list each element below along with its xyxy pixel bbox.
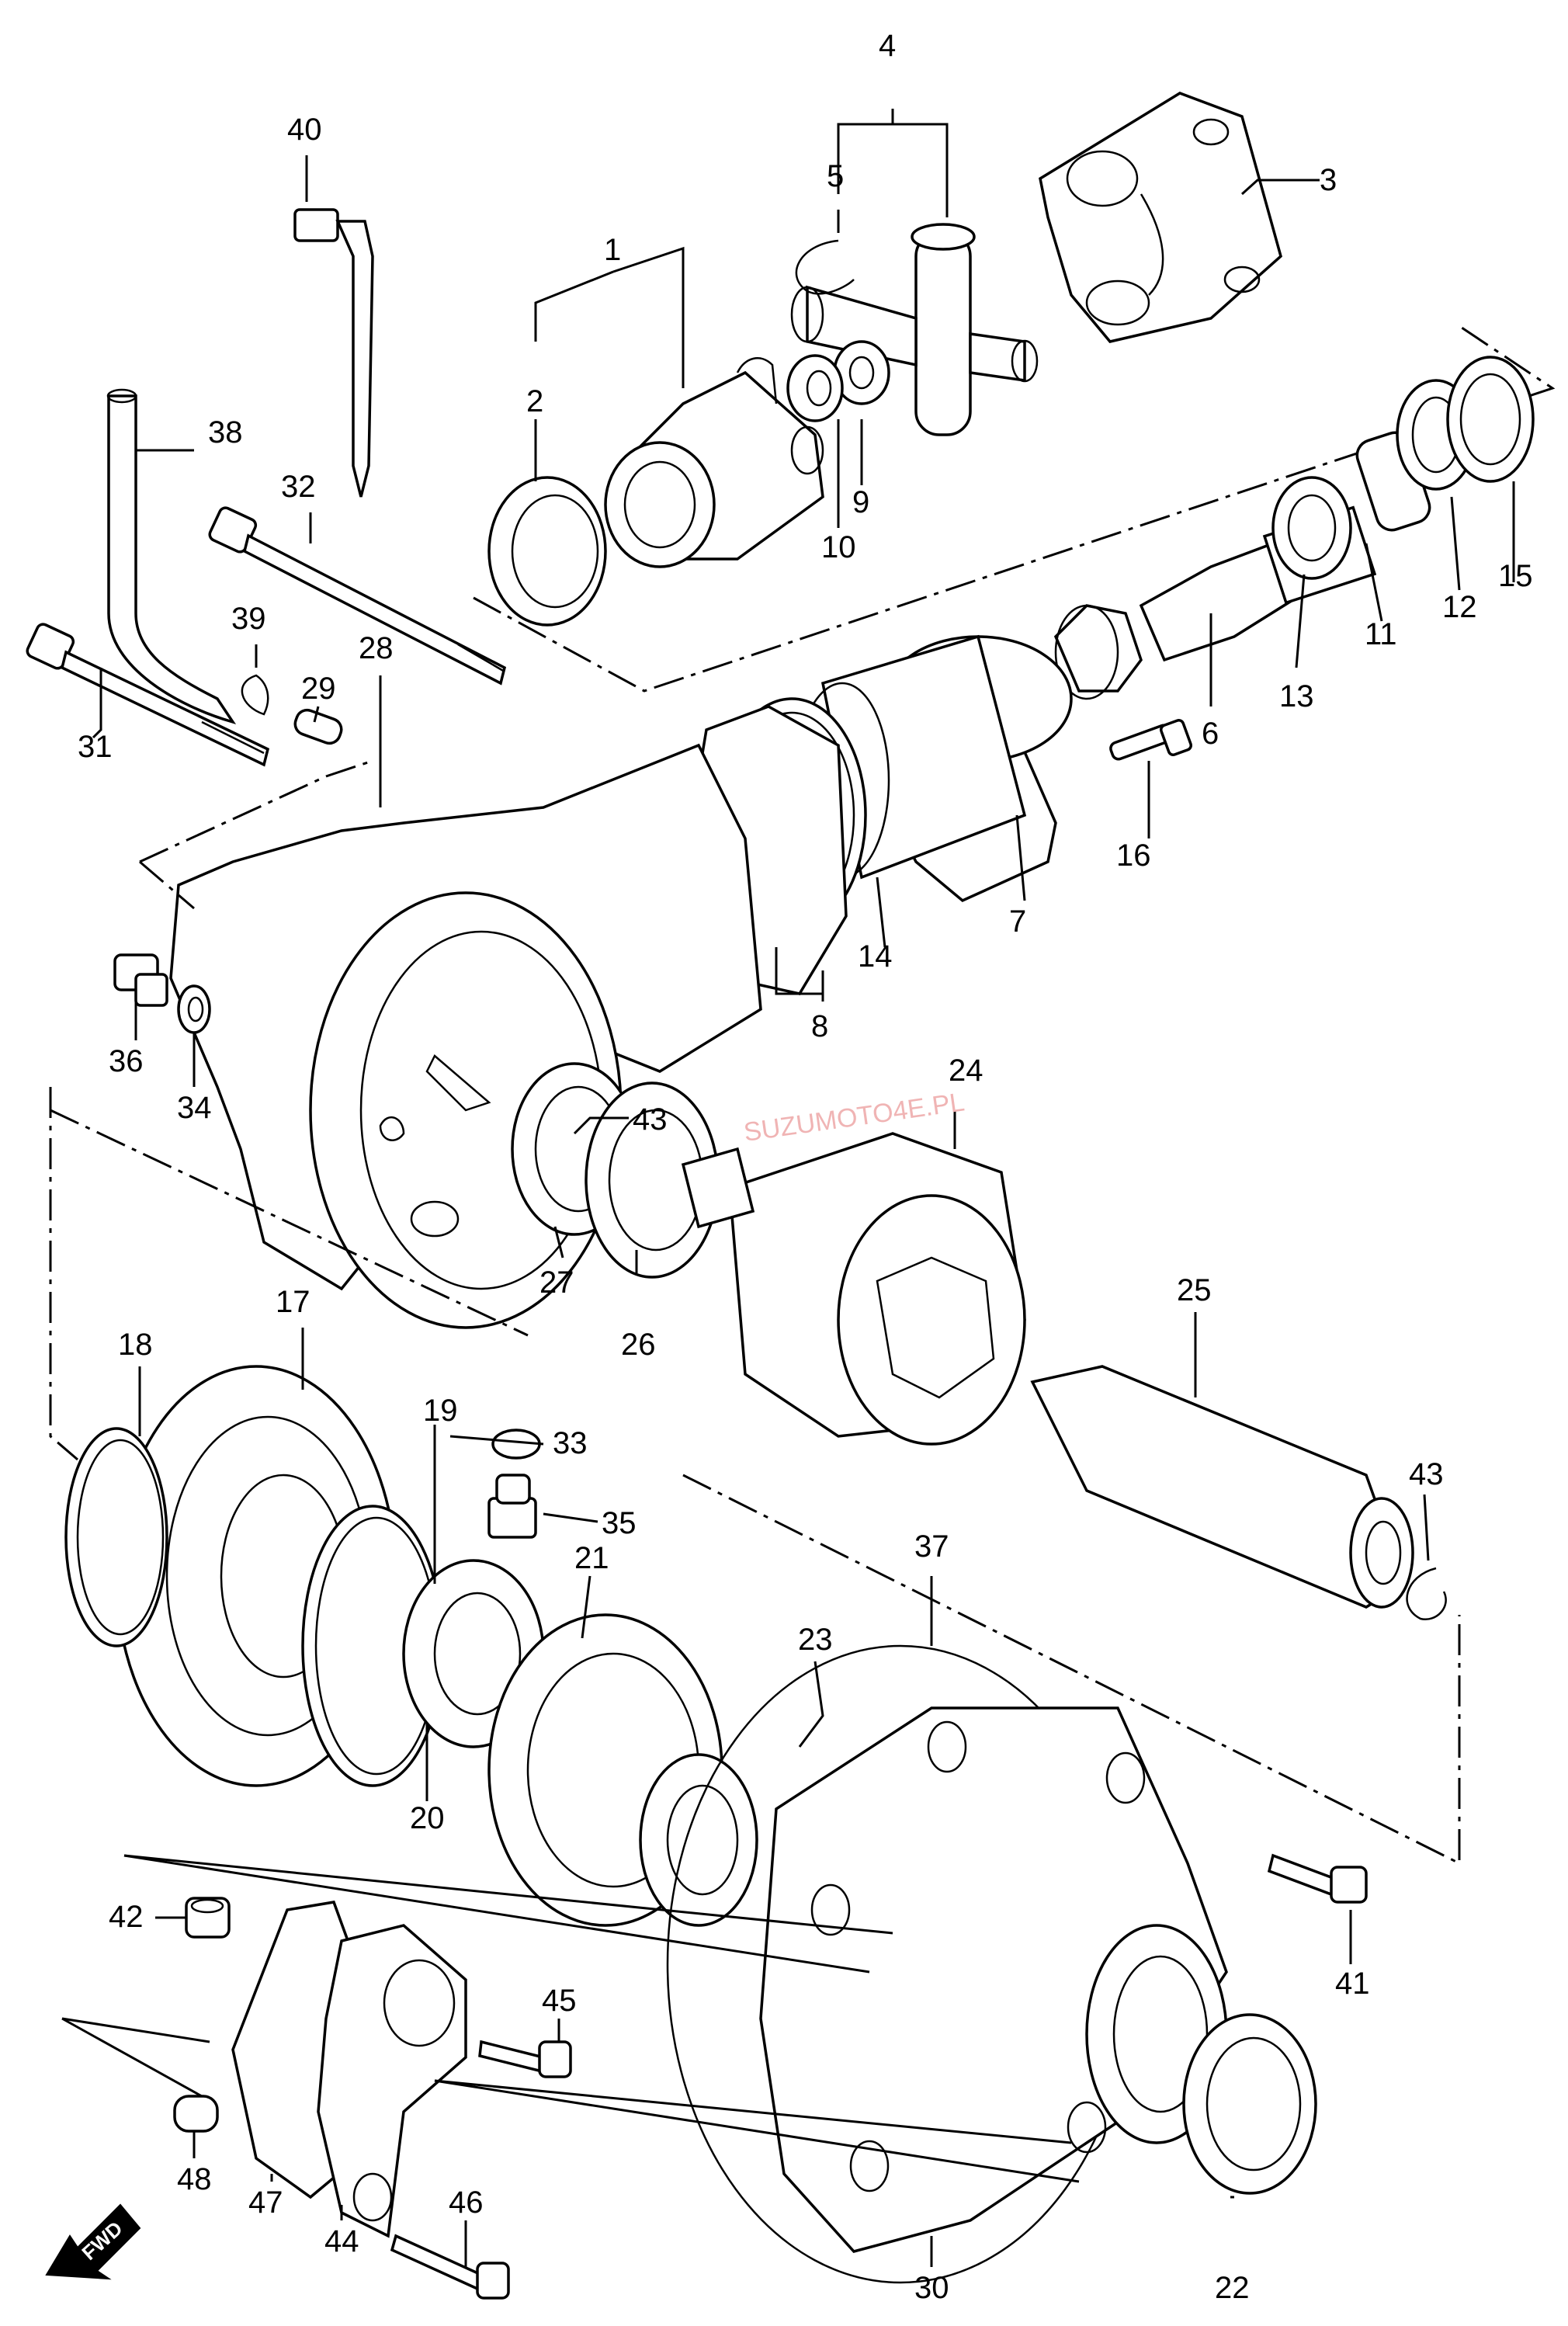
callout-36: 36	[109, 1044, 144, 1078]
bearing-23-drawing	[639, 1753, 758, 1927]
washer-34-drawing	[177, 984, 211, 1034]
breather-hose-drawing	[107, 394, 237, 724]
yoke-flange-drawing	[1039, 92, 1282, 343]
callout-26: 26	[621, 1328, 656, 1362]
callout-38: 38	[208, 415, 243, 450]
extension-case-drawing	[759, 1706, 1228, 2253]
bolt-16-drawing	[1109, 719, 1192, 761]
flange-yoke-drawing	[604, 357, 824, 568]
callout-47: 46	[449, 2185, 484, 2220]
bolt-32-drawing	[208, 506, 507, 686]
bolt-31-drawing	[26, 623, 270, 767]
callout-33: 33	[553, 1426, 588, 1460]
callout-45: 47	[248, 2185, 283, 2220]
callout-29: 29	[301, 672, 336, 706]
callout-19: 19	[423, 1394, 458, 1428]
callout-18: 18	[118, 1328, 153, 1362]
pinion-bearing-drawing	[1271, 356, 1535, 580]
callout-46: 45	[542, 1984, 577, 2018]
callout-32: 32	[281, 470, 316, 504]
dowel-48-drawing	[173, 2095, 219, 2133]
fwd-arrow-icon: FWD	[45, 2203, 141, 2280]
callout-24: 24	[949, 1054, 983, 1088]
callout-23: 23	[798, 1623, 833, 1657]
callout-37: 37	[914, 1529, 949, 1564]
callout-43-top: 43	[633, 1102, 668, 1137]
callout-34: 34	[177, 1091, 212, 1125]
washer-10-drawing	[786, 354, 844, 422]
breather-fitting-drawing	[293, 208, 374, 498]
callout-5: 5	[827, 159, 844, 193]
callout-14: 14	[858, 939, 893, 974]
watermark-text: SUZUMOTO4E.PL	[742, 1087, 966, 1147]
callout-35: 35	[602, 1506, 637, 1540]
bolt-47-drawing	[390, 2234, 510, 2300]
filler-plug-drawing	[487, 1474, 537, 1539]
leader-lines	[61, 109, 1515, 2267]
callout-17: 17	[276, 1285, 310, 1319]
callout-15: 15	[1498, 559, 1533, 593]
callout-31: 31	[78, 730, 113, 764]
callout-22: 22	[1215, 2271, 1250, 2305]
callout-42: 42	[109, 1900, 144, 1934]
callout-13: 13	[1279, 679, 1314, 713]
callout-21: 21	[574, 1541, 609, 1575]
callout-40: 40	[287, 113, 322, 147]
o-ring-18-drawing	[64, 1427, 168, 1647]
clip-39-drawing	[241, 674, 269, 716]
callout-3: 3	[1320, 163, 1337, 197]
callout-8: 8	[811, 1009, 828, 1043]
bolt-46-drawing	[478, 2040, 572, 2078]
callout-39: 39	[231, 602, 266, 636]
callout-1: 1	[604, 233, 621, 267]
oil-seal-22-drawing	[1182, 2013, 1317, 2195]
nut-42-drawing	[185, 1897, 231, 1939]
callout-11: 11	[1365, 617, 1397, 651]
bolt-41-drawing	[1267, 1853, 1368, 1904]
pinion-housing-drawing	[794, 634, 1073, 903]
callout-12: 12	[1442, 590, 1477, 624]
universal-joint-drawing	[790, 223, 1039, 436]
callout-9: 9	[852, 485, 869, 519]
callout-43-right: 43	[1409, 1457, 1444, 1491]
callout-7: 7	[1009, 904, 1026, 939]
circlip-drawing	[795, 239, 855, 295]
part-drawings	[26, 92, 1556, 2300]
side-cover-44-drawing	[317, 1924, 467, 2238]
callout-4: 4	[879, 29, 896, 63]
drain-plug-drawing	[113, 953, 168, 1007]
callout-25: 25	[1177, 1273, 1212, 1307]
callout-16: 16	[1116, 838, 1151, 873]
callout-28: 28	[359, 631, 394, 665]
output-shaft-drawing	[1030, 1365, 1414, 1609]
callout-6: 6	[1202, 717, 1219, 751]
oil-seal-drawing	[487, 476, 607, 627]
callout-20: 20	[410, 1801, 445, 1835]
dowel-pin-drawing	[293, 708, 343, 745]
differential-case-drawing	[681, 1132, 1026, 1446]
callout-labels: 4 5 3 40 1 2 38 32 9 10 15 12 11 13 6 39…	[78, 29, 1533, 2305]
callout-44: 44	[324, 2224, 359, 2258]
callout-2: 2	[526, 384, 543, 418]
callout-27: 27	[539, 1265, 574, 1300]
callout-41: 41	[1335, 1967, 1370, 2001]
callout-10: 10	[821, 530, 856, 564]
callout-48: 48	[177, 2162, 212, 2196]
circlip-43-drawing	[1406, 1567, 1447, 1621]
callout-30: 30	[914, 2271, 949, 2305]
